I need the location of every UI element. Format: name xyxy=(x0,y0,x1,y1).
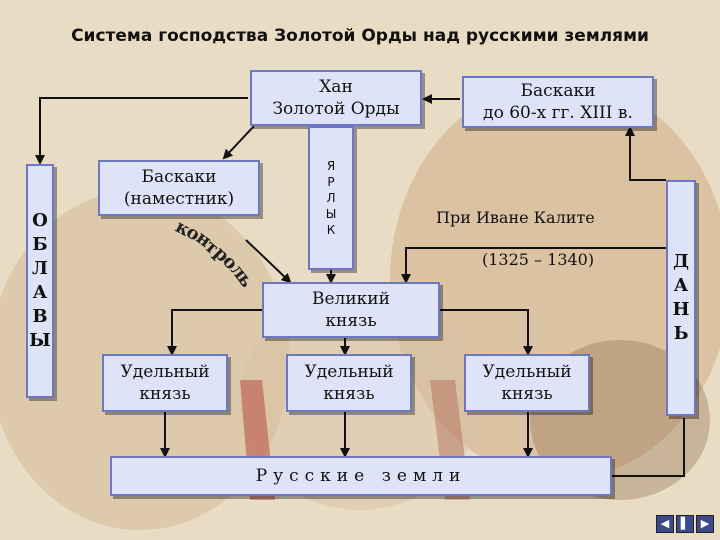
oblavy-box: О Б Л А В Ы xyxy=(26,164,54,398)
yarlyk-letter: Я xyxy=(326,159,336,173)
khan-box: Хан Золотой Орды xyxy=(250,70,422,126)
udelny-box-1: Удельный князь xyxy=(102,354,228,412)
line-prince-left xyxy=(167,309,262,356)
line-prince-right xyxy=(440,309,533,356)
oblavy-letter: В xyxy=(32,306,48,327)
arrow-khan-to-namestnik xyxy=(222,125,255,160)
dan-letter: Ь xyxy=(673,323,689,344)
pause-icon: ▌ xyxy=(680,517,690,530)
baskaki-namestnik-box: Баскаки (наместник) xyxy=(98,160,260,216)
line-kalita xyxy=(401,247,680,284)
dan-box: Д А Н Ь xyxy=(666,180,696,416)
dan-letter: А xyxy=(673,275,689,296)
grand-prince-box: Великий князь xyxy=(262,282,440,338)
kalita-years: (1325 – 1340) xyxy=(482,250,595,269)
yarlyk-letter: К xyxy=(326,223,336,237)
yarlyk-letter: Ы xyxy=(325,207,337,221)
udelny-label-3: Удельный князь xyxy=(482,362,572,404)
dan-letter: Д xyxy=(672,251,689,272)
next-slide-button[interactable]: ▶ xyxy=(696,515,714,533)
baskaki-top-label: Баскаки до 60-х гг. XIII в. xyxy=(483,81,633,123)
khan-label: Хан Золотой Орды xyxy=(272,77,400,119)
udelny-label-1: Удельный князь xyxy=(120,362,210,404)
kalita-label: При Иване Калите xyxy=(436,208,595,227)
udelny-box-3: Удельный князь xyxy=(464,354,590,412)
udelny-label-2: Удельный князь xyxy=(304,362,394,404)
oblavy-letter: Ы xyxy=(29,330,51,351)
slide-index-button[interactable]: ▌ xyxy=(676,515,694,533)
oblavy-letter: Л xyxy=(32,258,48,279)
oblavy-letter: Б xyxy=(32,234,48,255)
baskaki-top-box: Баскаки до 60-х гг. XIII в. xyxy=(462,76,654,128)
line-khan-to-oblavy xyxy=(35,97,248,165)
baskaki-namestnik-label: Баскаки (наместник) xyxy=(123,167,235,209)
oblavy-letter: А xyxy=(32,282,48,303)
russian-lands-label: Русские земли xyxy=(255,466,467,486)
chevron-left-icon: ◀ xyxy=(660,517,670,530)
yarlyk-letter: Л xyxy=(326,191,336,205)
yarlyk-box: Я Р Л Ы К xyxy=(308,126,354,270)
oblavy-letter: О xyxy=(32,210,48,231)
grand-prince-label: Великий князь xyxy=(312,289,390,331)
chevron-right-icon: ▶ xyxy=(700,517,710,530)
udelny-box-2: Удельный князь xyxy=(286,354,412,412)
line-lands-to-dan xyxy=(612,418,685,477)
dan-letter: Н xyxy=(672,299,690,320)
arrow-control xyxy=(245,239,292,284)
russian-lands-box: Русские земли xyxy=(110,456,612,496)
page-title: Система господства Золотой Орды над русс… xyxy=(71,26,649,46)
prev-slide-button[interactable]: ◀ xyxy=(656,515,674,533)
line-dan-to-baskaki xyxy=(625,126,666,181)
yarlyk-letter: Р xyxy=(327,175,335,189)
